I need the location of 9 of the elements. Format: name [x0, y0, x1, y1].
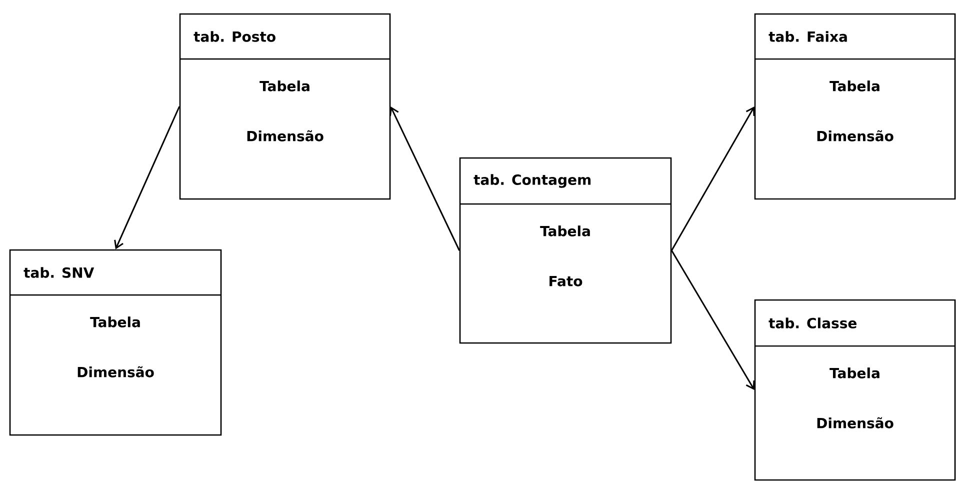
arrow [114, 106, 180, 250]
table-box: tab. SNV Tabela Dimensão [9, 249, 222, 436]
arrow [671, 106, 755, 251]
table-box: tab. Classe Tabela Dimensão [754, 299, 956, 481]
table-box: tab. Contagem Tabela Fato [459, 157, 672, 344]
table-box: tab. Faixa Tabela Dimensão [754, 13, 956, 200]
table-box: tab. Posto Tabela Dimensão [179, 13, 391, 200]
arrow [671, 250, 755, 390]
arrow [389, 106, 460, 251]
